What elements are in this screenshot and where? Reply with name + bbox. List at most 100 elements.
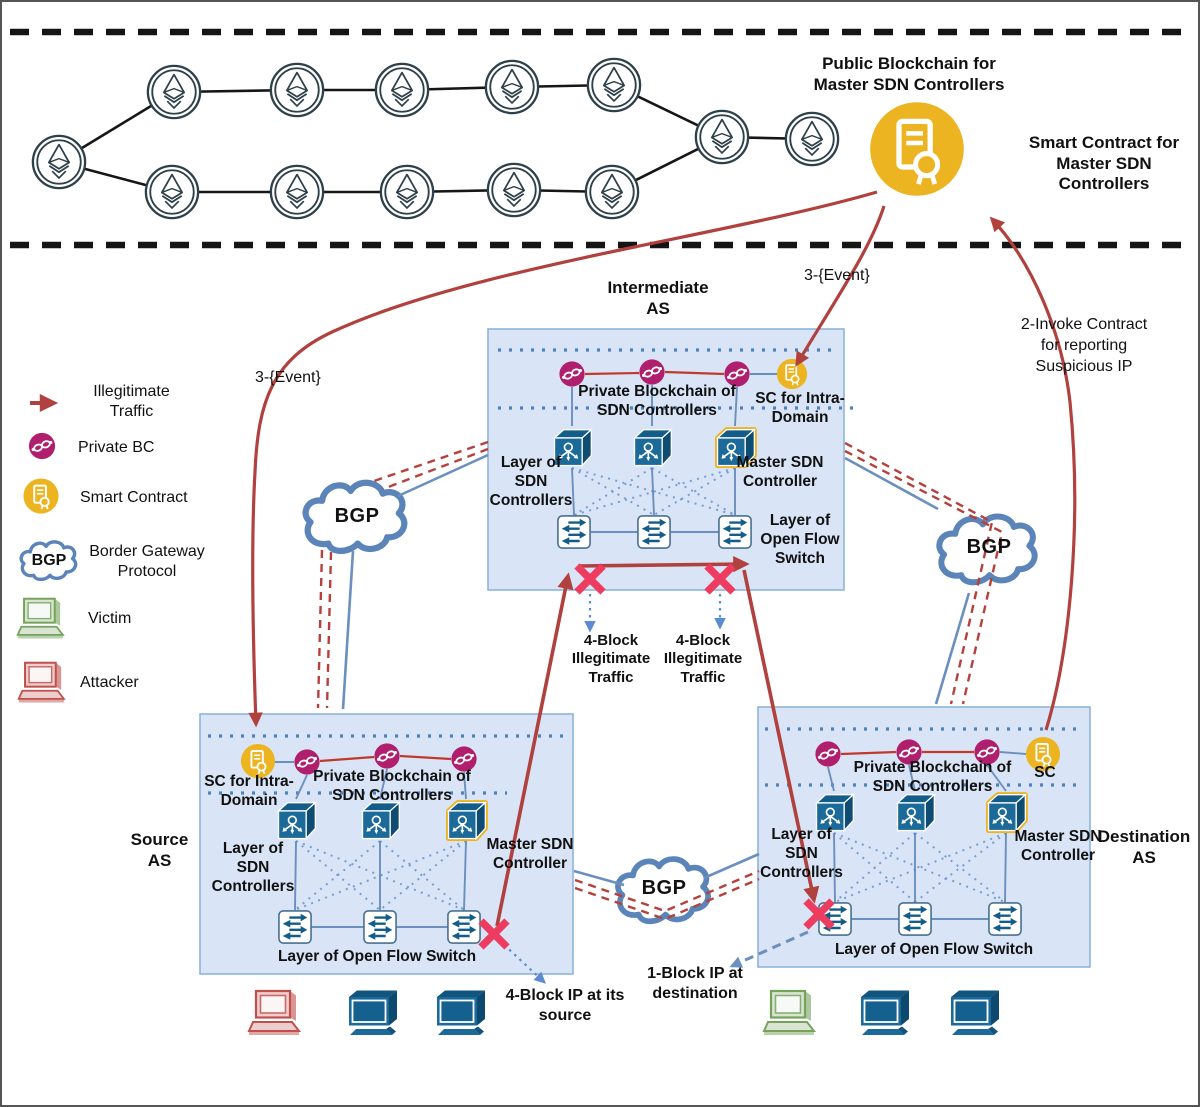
destination-master-label: Master SDN Controller — [1014, 828, 1102, 864]
traffic-arrow-source-to-intermediate — [495, 572, 574, 927]
x-mark-icon — [574, 563, 606, 595]
victim-laptop-icon — [16, 597, 64, 640]
traffic-arrow-across-intermediate — [577, 556, 750, 573]
invoke-contract-annotation: 2-Invoke Contract for reporting Suspicio… — [1020, 316, 1148, 375]
destination-sdn-layer-label: Layer of SDN Controllers — [760, 826, 843, 881]
attacker-laptop-icon — [247, 989, 301, 1037]
ethereum-node-icon — [586, 57, 642, 113]
master-sdn-controller-icon — [449, 803, 486, 839]
ethereum-node-icon — [269, 62, 325, 118]
ethereum-node-icon — [584, 164, 640, 220]
block-arrows — [498, 594, 809, 984]
source-master-label: Master SDN Controller — [486, 836, 574, 872]
legend-smart-contract: Smart Contract — [80, 489, 188, 506]
legend-illegitimate-traffic: Illegitimate Traffic — [93, 383, 170, 420]
openflow-switch-icon — [447, 910, 481, 944]
source-as-title: Source AS — [130, 830, 189, 870]
intermediate-switch-layer-label: Layer of Open Flow Switch — [760, 512, 840, 567]
legend-bgp-cloud-label: BGP — [31, 552, 67, 569]
band-dashed-borders — [10, 28, 1190, 249]
intermediate-private-bc-label: Private Blockchain of SDN Controllers — [578, 383, 736, 419]
intermediate-sc-label: SC for Intra-Domain — [755, 390, 845, 426]
intermediate-sdn-layer-label: Layer of SDN Controllers — [489, 454, 573, 509]
source-switch-layer-label: Layer of Open Flow Switch — [277, 948, 477, 965]
bgp-cloud-bottom-label: BGP — [641, 877, 687, 899]
block-ip-source-arrow — [498, 939, 546, 984]
destination-switch-layer-label: Layer of Open Flow Switch — [834, 941, 1034, 958]
public-blockchain-nodes — [31, 57, 840, 220]
openflow-switch-icon — [557, 515, 591, 549]
intermediate-as-title: Intermediate AS — [607, 278, 709, 318]
smart-contract-label: Smart Contract for Master SDN Controller… — [1028, 133, 1180, 194]
ethereum-node-icon — [31, 134, 87, 190]
inter-as-links — [341, 453, 971, 887]
public-blockchain-label: Public Blockchain for Master SDN Control… — [813, 54, 1005, 94]
event-arrow-to-intermediate-sc — [795, 205, 886, 367]
source-private-bc-label: Private Blockchain of SDN Controllers — [313, 768, 471, 804]
ethereum-node-icon — [379, 164, 435, 220]
master-sdn-controller-icon — [989, 795, 1026, 831]
openflow-switch-icon — [898, 902, 932, 936]
legend-border-gateway: Border Gateway Protocol — [89, 543, 205, 580]
box-dotted-separators — [208, 348, 1083, 795]
ethereum-node-icon — [269, 164, 325, 220]
event-arrow-to-source-sc — [248, 190, 878, 728]
legend-private-bc: Private BC — [78, 439, 155, 456]
host-monitor-icon — [860, 989, 910, 1036]
blocked-x-marks — [478, 563, 835, 950]
block-ip-source-annotation: 4-Block IP at its source — [505, 987, 625, 1024]
openflow-switch-icon — [718, 515, 752, 549]
attacker-laptop-icon — [17, 661, 65, 704]
legend-victim: Victim — [88, 610, 132, 627]
openflow-switch-icon — [278, 910, 312, 944]
smart-contract-icon — [776, 358, 808, 390]
ethereum-node-icon — [784, 111, 840, 167]
illegitimate-traffic-arrows — [248, 190, 1077, 927]
host-monitor-icon — [436, 989, 486, 1036]
sdn-controller-icon — [361, 801, 401, 840]
sdn-controller-icon — [896, 793, 936, 832]
ethereum-node-icon — [694, 109, 750, 165]
block-ip-destination-annotation: 1-Block IP at destination — [647, 965, 743, 1002]
smart-contract-legend-icon — [23, 478, 59, 514]
ethereum-node-icon — [486, 162, 542, 218]
x-mark-icon — [803, 898, 835, 930]
private-bc-icon — [373, 742, 401, 770]
victim-laptop-icon — [762, 989, 816, 1037]
source-sc-label: SC for Intra-Domain — [204, 773, 294, 809]
public-smart-contract-icon — [870, 102, 964, 196]
private-bc-icon — [638, 358, 666, 386]
controller-switch-mesh — [294, 467, 1007, 911]
ethereum-node-icon — [484, 59, 540, 115]
private-bc-links — [319, 370, 974, 763]
bgp-cloud-left-label: BGP — [334, 505, 380, 527]
ethereum-node-icon — [374, 62, 430, 118]
intermediate-master-label: Master SDN Controller — [736, 454, 824, 490]
sdn-controller-icon — [633, 428, 673, 467]
x-mark-icon — [704, 563, 736, 595]
openflow-switch-icon — [363, 910, 397, 944]
host-monitor-icon — [950, 989, 1000, 1036]
openflow-switch-icon — [637, 515, 671, 549]
block-traffic-annotation-right: 4-Block Illegitimate Traffic — [663, 632, 743, 686]
invoke-contract-arrow — [989, 216, 1077, 731]
destination-as-title: Destination AS — [1097, 827, 1191, 867]
legend-attacker: Attacker — [80, 674, 139, 691]
ethereum-node-icon — [144, 164, 200, 220]
event-annotation-right: 3-{Event} — [804, 267, 870, 284]
block-traffic-annotation-left: 4-Block Illegitimate Traffic — [571, 632, 651, 686]
x-mark-icon — [478, 918, 510, 950]
private-bc-legend-icon — [28, 432, 56, 460]
destination-sc-label: SC — [1034, 764, 1056, 781]
bgp-cloud-right-label: BGP — [966, 536, 1012, 558]
destination-private-bc-label: Private Blockchain of SDN Controllers — [853, 759, 1012, 795]
openflow-switch-icon — [988, 902, 1022, 936]
ethereum-node-icon — [146, 64, 202, 120]
traffic-arrow-intermediate-to-destination — [742, 569, 820, 904]
illegitimate-route-dashed — [316, 440, 1004, 921]
host-monitor-icon — [348, 989, 398, 1036]
legend-icons — [16, 393, 65, 704]
event-annotation-left: 3-{Event} — [255, 369, 321, 386]
